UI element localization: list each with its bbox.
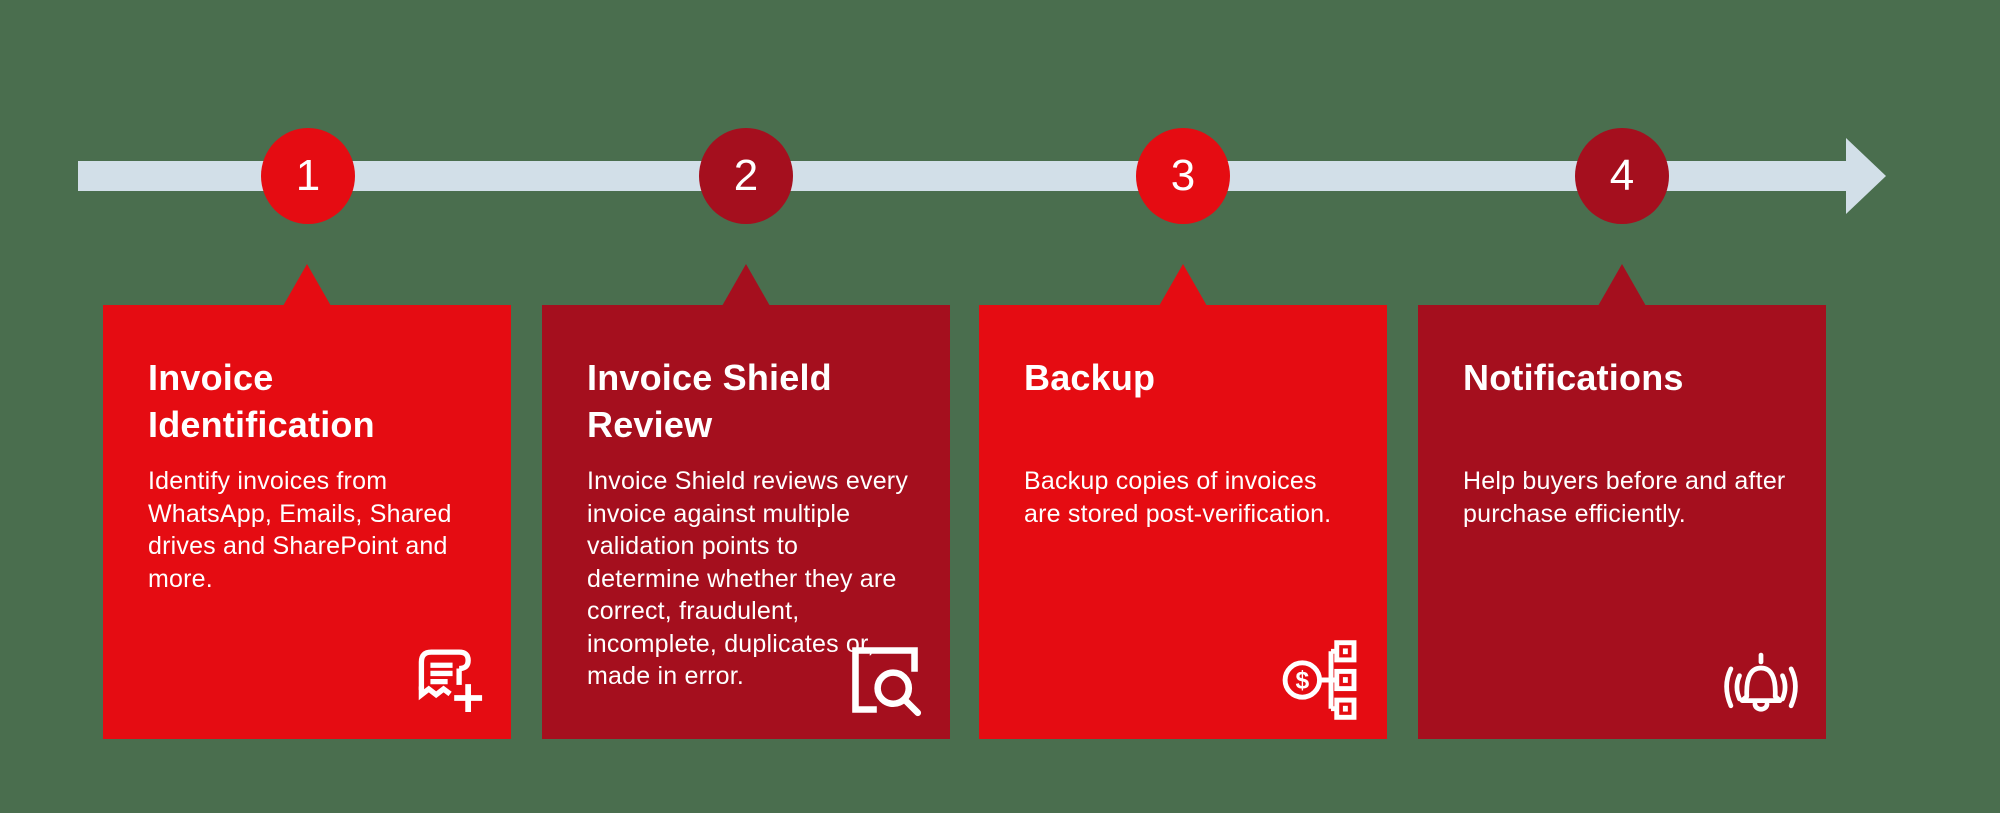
card-description: Invoice Shield reviews every invoice aga…: [587, 467, 909, 690]
svg-text:$: $: [1295, 667, 1309, 694]
step-number: 1: [295, 151, 321, 200]
card-pointer: [1159, 264, 1207, 306]
step-number: 4: [1609, 151, 1635, 200]
card-title: Backup: [1024, 357, 1156, 398]
timeline-bar: [78, 161, 1846, 191]
step-marker-1: 1: [261, 128, 355, 224]
step-card-invoice-shield-review: Invoice Shield Review Invoice Shield rev…: [542, 264, 950, 739]
card-pointer: [283, 264, 331, 306]
document-search-icon: [852, 647, 922, 717]
step-marker-4: 4: [1575, 128, 1669, 224]
step-number: 2: [733, 151, 759, 200]
step-card-notifications: Notifications Help buyers before and aft…: [1418, 264, 1826, 739]
card-description: Help buyers before and after purchase ef…: [1463, 467, 1786, 528]
step-number: 3: [1170, 151, 1196, 200]
timeline-arrowhead-icon: [1846, 138, 1886, 214]
ringing-bell-icon: [1724, 652, 1798, 712]
step-card-backup: Backup Backup copies of invoices are sto…: [979, 264, 1387, 739]
card-title: Invoice Identification: [148, 357, 375, 445]
card-description: Backup copies of invoices are stored pos…: [1024, 467, 1332, 528]
step-marker-3: 3: [1136, 128, 1230, 224]
money-distribution-icon: $: [1282, 640, 1357, 720]
card-title: Notifications: [1463, 357, 1684, 398]
card-pointer: [1598, 264, 1646, 306]
step-marker-2: 2: [699, 128, 793, 224]
card-title: Invoice Shield Review: [587, 357, 832, 445]
invoice-add-icon: [418, 649, 483, 712]
card-pointer: [722, 264, 770, 306]
card-description: Identify invoices from WhatsApp, Emails,…: [148, 467, 452, 593]
step-card-invoice-identification: Invoice Identification Identify invoices…: [103, 264, 511, 739]
